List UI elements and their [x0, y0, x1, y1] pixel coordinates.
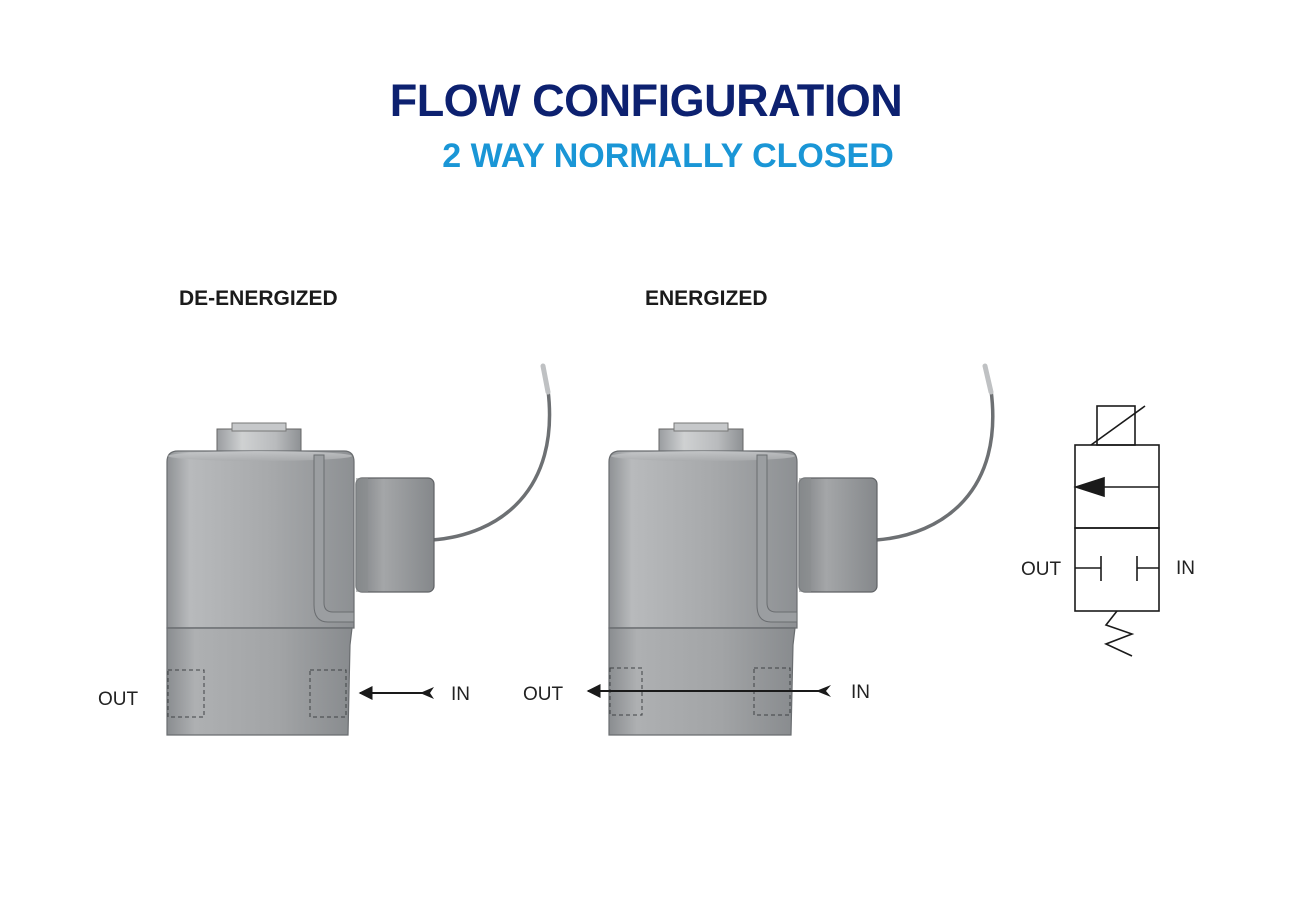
wire — [875, 389, 995, 542]
deenergized-label: DE-ENERGIZED — [179, 287, 338, 310]
valve-base — [608, 627, 796, 736]
arrow-tail — [420, 687, 434, 699]
symbol-out-label: OUT — [1021, 559, 1062, 580]
energized-in-label: IN — [851, 682, 870, 703]
wire-tip — [540, 363, 551, 395]
deenergized-in-label: IN — [451, 684, 470, 705]
deenergized-out-label: OUT — [98, 689, 139, 710]
energized-label: ENERGIZED — [645, 287, 768, 310]
port-in — [309, 669, 347, 718]
solenoid-slash — [1090, 405, 1146, 446]
iso-valve-symbol — [1073, 405, 1160, 657]
port-out — [167, 669, 205, 718]
nut-top — [231, 422, 287, 432]
closed-position-box — [1074, 527, 1160, 612]
coil-housing — [608, 450, 798, 629]
nut-top — [673, 422, 729, 432]
valve-deenergized: OUT IN — [98, 363, 552, 736]
symbol-in-label: IN — [1176, 558, 1195, 579]
energized-out-label: OUT — [523, 684, 564, 705]
wire-tip — [982, 363, 994, 395]
top-nut — [658, 428, 744, 452]
valve-base — [166, 627, 353, 736]
wire — [431, 389, 552, 542]
bracket — [313, 454, 355, 623]
arrow-tail — [816, 685, 831, 697]
page-subtitle: 2 WAY NORMALLY CLOSED — [442, 137, 894, 175]
page-title: FLOW CONFIGURATION — [389, 75, 903, 126]
valve-energized: OUT IN — [523, 363, 995, 736]
solenoid-actuator — [1096, 405, 1136, 446]
bracket — [756, 454, 798, 623]
coil-housing — [166, 450, 355, 629]
spring-return — [1103, 610, 1135, 657]
top-nut — [216, 428, 302, 452]
flow-path-arrow — [1073, 476, 1105, 498]
